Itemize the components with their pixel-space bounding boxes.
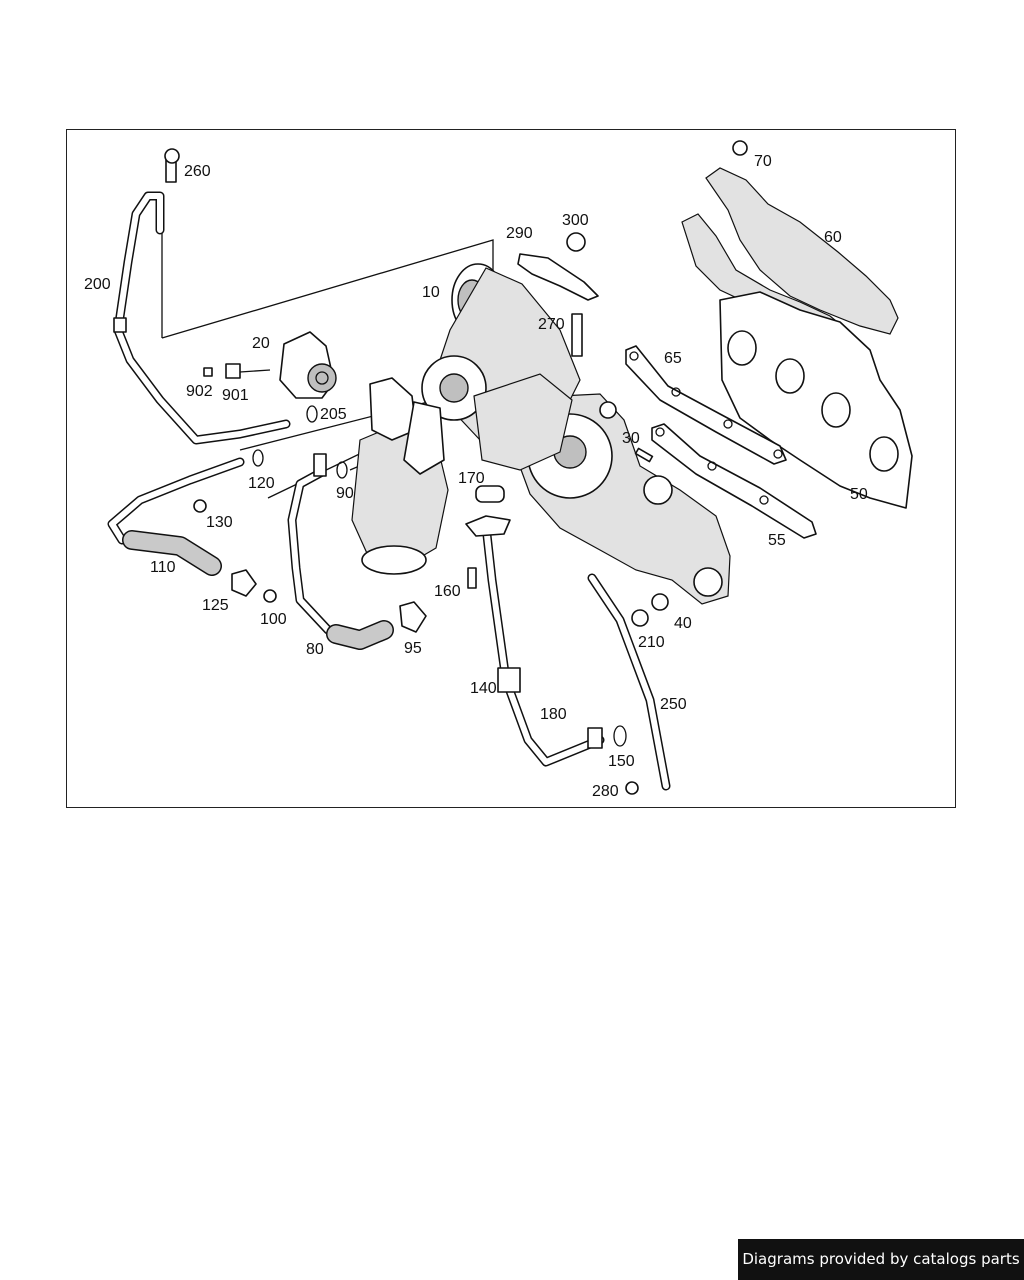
callout-labels: 260 200 20 902 901 205 120 90 130 110 12… (84, 153, 868, 800)
label-150: 150 (608, 753, 635, 770)
label-130: 130 (206, 514, 233, 531)
label-160: 160 (434, 583, 461, 600)
label-100: 100 (260, 611, 287, 628)
label-250: 250 (660, 696, 687, 713)
label-10: 10 (422, 284, 440, 301)
label-55: 55 (768, 532, 786, 549)
label-260: 210 (638, 634, 665, 651)
label-901: 901 (222, 387, 249, 404)
gasket-strips (625, 345, 817, 539)
label-70: 70 (754, 153, 772, 170)
label-120: 120 (248, 475, 275, 492)
label-60: 60 (824, 229, 842, 246)
label-180: 180 (540, 706, 567, 723)
label-110: 110 (150, 559, 176, 576)
line-140 (465, 515, 605, 767)
label-50: 50 (850, 486, 868, 503)
label-200: 200 (84, 276, 111, 293)
label-125: 125 (202, 597, 229, 614)
label-270: 270 (538, 316, 565, 333)
label-210: 260 (184, 163, 211, 180)
label-280: 280 (592, 783, 619, 800)
label-300: 300 (562, 212, 589, 229)
exhaust-gasket-part (719, 291, 913, 509)
bracket-290 (517, 253, 599, 301)
small-parts (164, 140, 748, 795)
label-80: 80 (306, 641, 324, 658)
label-95: 95 (404, 640, 422, 657)
hose-110 (107, 457, 245, 576)
label-205: 205 (320, 406, 347, 423)
label-65: 65 (664, 350, 682, 367)
footer-credit-badge: Diagrams provided by catalogs parts (738, 1239, 1024, 1280)
label-40: 40 (674, 615, 692, 632)
label-30: 30 (622, 430, 640, 447)
label-902: 902 (186, 383, 213, 400)
label-170: 170 (458, 470, 485, 487)
turbocharger-part (351, 263, 581, 575)
label-90: 90 (336, 485, 354, 502)
label-290: 290 (506, 225, 533, 242)
actuator-part (203, 331, 337, 399)
label-140: 140 (470, 680, 497, 697)
hose-80 (287, 453, 394, 650)
label-20: 20 (252, 335, 270, 352)
bracket-250 (587, 573, 671, 791)
oil-line-200 (113, 191, 291, 445)
